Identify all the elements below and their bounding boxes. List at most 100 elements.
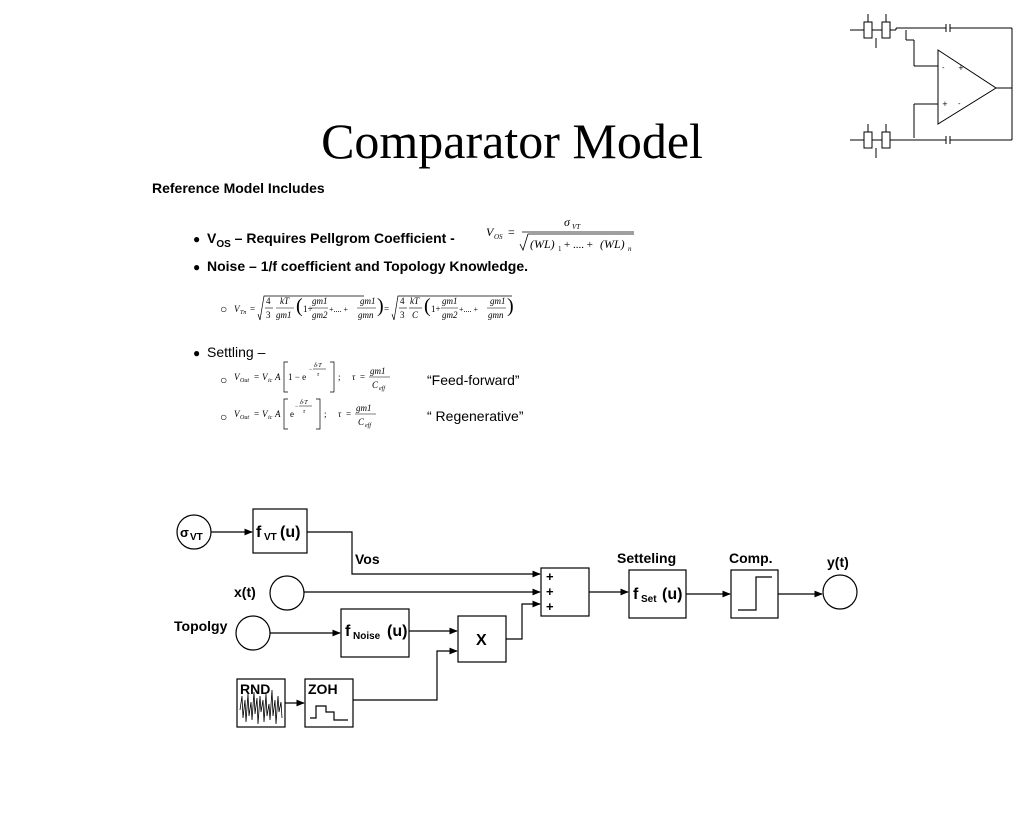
equations-vos-numer_sub-text: VT: [572, 223, 581, 231]
xt-source: [269, 575, 305, 611]
diagram-zoh_label-text: ZOH: [308, 681, 338, 697]
diagram-settling_label-text: Setteling: [617, 550, 676, 566]
rnd-noise-waveform: [239, 689, 283, 725]
equations-settling-e-text: e: [290, 409, 294, 419]
equations-settling-vic_sub-text: ic: [268, 415, 273, 421]
equations-settling-tau-text: τ: [352, 372, 356, 382]
fvt-block: [252, 508, 308, 554]
equations-noise-three-text: 3: [400, 310, 405, 320]
equations-noise-gm1-text: gm1: [442, 296, 458, 306]
equations-settling-eq-text: =: [254, 409, 259, 419]
equations-settling-semi-text: ;: [338, 372, 341, 382]
diagram-rnd_label-text: RND: [240, 681, 270, 697]
equations-settling-lhs_sub-text: Out: [240, 378, 249, 384]
equations-noise-gmn-text: gmn: [488, 310, 504, 320]
bullet-settling: ●Settling –: [193, 344, 266, 360]
diagram-fset-sub-text: Set: [641, 594, 657, 605]
noise-equation: V Tn = 4 3 kT gm1 ( 1+ gm1 gm2 +.... + g…: [234, 295, 514, 321]
equations-noise-dots-text: +.... +: [459, 305, 479, 314]
topology-source: [235, 615, 271, 651]
svg-text:(: (: [296, 295, 303, 317]
diagram-sigma_vt-sub-text: VT: [190, 532, 203, 543]
equations-noise-one_plus-text: 1+: [431, 304, 441, 314]
page-title: Comparator Model: [321, 113, 703, 169]
svg-text:(: (: [424, 295, 431, 317]
equations-settling-exp_den-text: τ: [303, 409, 306, 415]
equations-settling-exp_den-text: τ: [317, 372, 320, 378]
equations-settling-tau-text: τ: [338, 409, 342, 419]
diagram-fset-f-text: f: [633, 586, 639, 603]
equations-settling-ceff_sub-text: eff: [365, 422, 372, 429]
equations-settling-lhs_sub-text: Out: [240, 415, 249, 421]
bullet-marker: ●: [193, 346, 201, 360]
equations-noise-eq-text: =: [384, 304, 389, 314]
equations-settling-exp_num-text: δ·T: [300, 400, 308, 406]
opamp-schematic-icon: -+ +-: [850, 14, 1013, 158]
equations-settling-one_minus-text: 1 − e: [288, 372, 306, 382]
sub-bullet-marker: ○: [220, 302, 228, 316]
equations-vos-den_b_sub-text: n: [628, 245, 632, 253]
equations-settling-vic_sub-text: ic: [268, 378, 273, 384]
svg-text:+: +: [942, 100, 948, 108]
equations-noise-gm1-text: gm1: [276, 310, 292, 320]
equations-noise-kT-text: kT: [410, 296, 420, 306]
equations-noise-one_plus-text: 1+: [303, 304, 313, 314]
equations-noise-gmn-text: gmn: [358, 310, 374, 320]
diagram-vos_label-text: Vos: [355, 551, 380, 567]
diagram-fvt-f-text: f: [256, 524, 262, 541]
equations-noise-kT-text: kT: [280, 296, 290, 306]
equations-settling-ceff-text: C: [358, 417, 365, 427]
regenerative-equation: V Out = V ic A e − δ·T τ ; τ = gm1 C eff: [234, 398, 376, 430]
svg-text:): ): [377, 295, 384, 317]
sub-bullet-marker: ○: [220, 410, 228, 424]
fset-block: [628, 569, 687, 619]
vos-equation: V OS = σ VT (WL) 1 + .... + (WL) n: [486, 215, 634, 253]
diagram-sum_signs-0-text: +: [546, 569, 554, 584]
svg-text:+: +: [958, 64, 964, 72]
diagram-fvt-sub-text: VT: [264, 532, 277, 543]
equations-settling-exp_num-text: δ·T: [314, 363, 322, 369]
regenerative-label: “ Regenerative”: [427, 408, 524, 424]
equations-noise-lhs_sub-text: Tn: [240, 310, 246, 316]
equations-settling-neg_exp-text: −: [309, 367, 313, 373]
equations-settling-vic-text: V: [262, 372, 269, 382]
equations-settling-gm1-text: gm1: [356, 403, 372, 413]
equations-vos-numer-text: σ: [564, 215, 571, 229]
diagram-yt_label-text: y(t): [827, 554, 849, 570]
equations-noise-four-text: 4: [266, 296, 271, 306]
equations-vos-lhs-text: V: [486, 225, 495, 239]
diagram-mult-text: X: [476, 632, 487, 649]
equations-noise-gm1-text: gm1: [312, 296, 328, 306]
diagram-comp_label-text: Comp.: [729, 550, 773, 566]
equations-settling-ceff-text: C: [372, 380, 379, 390]
equations-noise-three-text: 3: [266, 310, 271, 320]
bullet-vos: ●VOS – Requires Pellgrom Coefficient -: [193, 230, 455, 250]
reference-model-heading: Reference Model Includes: [152, 180, 325, 196]
equations-settling-lhs-text: V: [234, 409, 241, 419]
zoh-block: [304, 678, 354, 728]
bullet-marker: ●: [193, 232, 201, 246]
equations-noise-four-text: 4: [400, 296, 405, 306]
equations-noise-C-text: C: [412, 310, 419, 320]
svg-text:-: -: [942, 64, 945, 72]
diagram-sum_signs-2-text: +: [546, 599, 554, 614]
equations-settling-eq-text: =: [346, 409, 351, 419]
equations-noise-eq-text: =: [250, 304, 255, 314]
diagram-topology_label-text: Topolgy: [174, 618, 228, 634]
equations-settling-gm1-text: gm1: [370, 366, 386, 376]
sub-bullet-marker: ○: [220, 373, 228, 387]
equations-noise-gm2-text: gm2: [312, 310, 328, 320]
equations-settling-ceff_sub-text: eff: [379, 385, 386, 392]
equations-settling-A-text: A: [274, 372, 281, 382]
equations-settling-eq-text: =: [254, 372, 259, 382]
feed-forward-equation: V Out = V ic A 1 − e − δ·T τ ; τ = gm1 C…: [234, 361, 390, 393]
diagram-xt_label-text: x(t): [234, 584, 256, 600]
equations-vos-den_b-text: (WL): [600, 237, 625, 251]
diagram-fnoise-sub-text: Noise: [353, 631, 381, 642]
diagram-fnoise-f-text: f: [345, 623, 351, 640]
diagram-fnoise-arg-text: (u): [387, 623, 407, 640]
equations-settling-A-text: A: [274, 409, 281, 419]
equations-noise-gm2-text: gm2: [442, 310, 458, 320]
equations-settling-lhs-text: V: [234, 372, 241, 382]
